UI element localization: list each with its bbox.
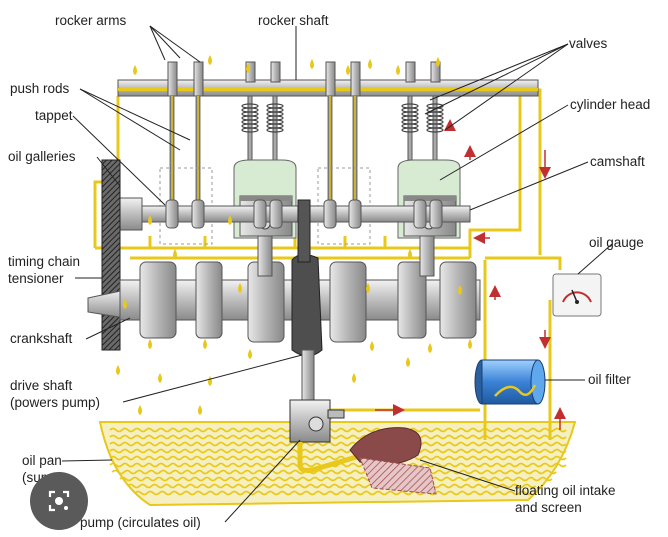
oil-wave-lines <box>109 427 567 496</box>
oil-gauge <box>552 273 602 317</box>
oil-drop <box>248 349 252 359</box>
oil-drop <box>228 215 232 225</box>
oil-drop <box>428 343 432 353</box>
oil-drop <box>346 65 350 75</box>
oil-wave <box>111 469 557 475</box>
oil-drop <box>458 285 462 295</box>
label-push-rods: push rods <box>10 81 70 96</box>
oil-drop <box>198 405 202 415</box>
valve-spring-coil <box>426 127 444 133</box>
label-crankshaft: crankshaft <box>10 331 73 346</box>
oil-drop <box>436 57 440 67</box>
label-drive-shaft: drive shaft <box>10 378 73 393</box>
crankshaft <box>87 199 481 357</box>
label-timing-chain: timing chain <box>8 254 80 269</box>
lens-icon[interactable] <box>30 472 88 530</box>
oil-wave <box>119 476 553 482</box>
oil-drop <box>396 65 400 75</box>
oil-wave <box>127 483 537 489</box>
oil-drop <box>208 55 212 65</box>
rocker-arm <box>167 61 178 97</box>
oil-wave <box>109 434 567 440</box>
cam-lobe <box>165 199 179 229</box>
oil-drop <box>370 341 374 351</box>
oil-drop <box>310 59 314 69</box>
label-oil-pan: oil pan <box>22 453 62 468</box>
oil-wave <box>109 441 567 447</box>
cam-lobe <box>413 199 427 229</box>
oil-wave <box>134 490 532 496</box>
flow-arrows <box>375 119 566 430</box>
label-tensioner: tensioner <box>8 271 64 286</box>
oil-drop <box>138 405 142 415</box>
label-pump: pump (circulates oil) <box>80 515 201 530</box>
oil-drop <box>406 357 410 367</box>
oil-drop <box>246 63 250 73</box>
oil-drops <box>116 55 472 415</box>
rocker-arms <box>167 61 361 205</box>
oil-pump <box>289 399 361 473</box>
cam-lobe <box>191 199 205 229</box>
label-powers-pump: (powers pump) <box>10 395 100 410</box>
valve-cap <box>245 61 256 83</box>
oil-drop <box>123 299 127 309</box>
label-valves: valves <box>569 36 608 51</box>
label-oil-filter: oil filter <box>588 372 631 387</box>
oil-wave <box>109 455 567 461</box>
label-and-screen: and screen <box>515 500 582 515</box>
oil-drop <box>352 373 356 383</box>
cam-lobe <box>253 199 267 229</box>
oil-drop <box>173 249 177 259</box>
cam-lobe <box>323 199 337 229</box>
label-rocker-arms: rocker arms <box>55 13 127 28</box>
cam-lobe <box>269 199 283 229</box>
oil-wave <box>109 448 567 454</box>
oil-drop <box>368 59 372 69</box>
floating-oil-intake <box>349 427 437 495</box>
oil-drop <box>468 339 472 349</box>
cam-lobe <box>348 199 362 229</box>
lens-icon-glyph <box>47 489 71 513</box>
rocker-arm <box>350 61 361 97</box>
label-oil-galleries: oil galleries <box>8 149 76 164</box>
valves <box>241 61 444 161</box>
piston-right <box>397 159 461 239</box>
oil-drop <box>148 339 152 349</box>
oil-drop <box>408 249 412 259</box>
oil-drop <box>238 283 242 293</box>
oil-drop <box>366 283 370 293</box>
leader-lines <box>61 25 613 523</box>
cam-lobe <box>429 199 443 229</box>
valve-spring-coil <box>401 127 419 133</box>
oil-filter <box>474 359 546 405</box>
label-tappet: tappet <box>35 108 73 123</box>
label-camshaft: camshaft <box>590 154 645 169</box>
oil-drop <box>148 215 152 225</box>
label-rocker-shaft: rocker shaft <box>258 13 329 28</box>
valve-cap <box>270 61 281 83</box>
label-cylinder-head: cylinder head <box>570 97 650 112</box>
labels: rocker arms rocker shaft valves push rod… <box>8 13 650 530</box>
timing-chain <box>101 159 121 351</box>
oil-drop <box>158 373 162 383</box>
oil-drop <box>203 339 207 349</box>
label-oil-gauge: oil gauge <box>589 235 644 250</box>
oil-drop <box>116 365 120 375</box>
oil-wave <box>109 427 567 433</box>
valve-cap <box>405 61 416 83</box>
rocker-arm <box>193 61 204 97</box>
valve-spring-coil <box>241 127 259 133</box>
valve-cap <box>430 61 441 83</box>
oil-drop <box>208 376 212 386</box>
valve-spring-coil <box>266 127 284 133</box>
oil-drop <box>133 65 137 75</box>
label-floating-oil-intake: floating oil intake <box>515 483 616 498</box>
rocker-arm <box>325 61 336 97</box>
camshaft <box>109 197 471 231</box>
